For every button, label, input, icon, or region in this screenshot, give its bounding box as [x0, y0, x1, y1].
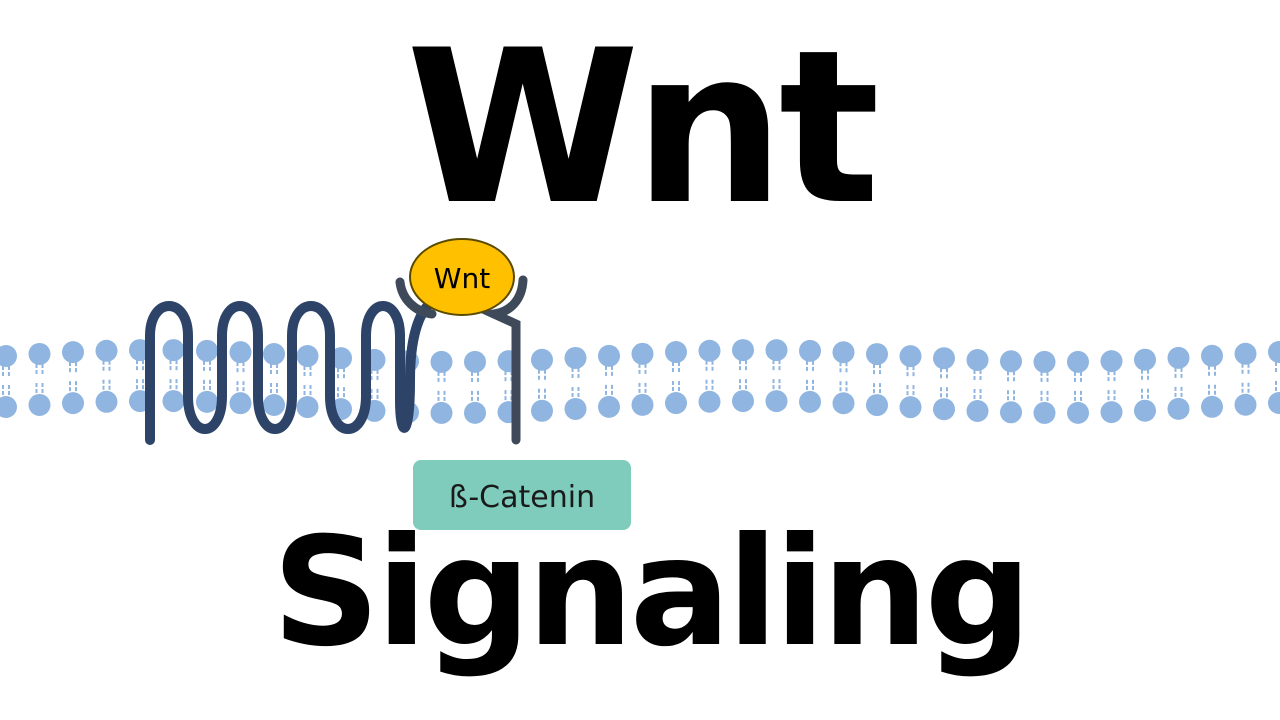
- lipid-head-inner: [531, 399, 553, 422]
- lipid-head-outer: [799, 339, 821, 362]
- lipid-head-inner: [966, 399, 989, 422]
- lrp-coreceptor-icon: [477, 275, 528, 445]
- lipid-head-inner: [899, 396, 922, 419]
- lipid-head-outer: [162, 339, 185, 362]
- lipid-head-inner: [866, 394, 888, 417]
- lipid-head-outer: [196, 339, 218, 362]
- lipid-head-outer: [28, 342, 51, 365]
- lipid-head-inner: [1100, 401, 1123, 424]
- lipid-head-outer: [95, 339, 118, 362]
- lipid-head-inner: [1000, 401, 1022, 424]
- lipid-head-outer: [229, 341, 252, 364]
- lipid-head-outer: [1067, 350, 1089, 373]
- lipid-head-inner: [1067, 401, 1089, 424]
- lipid-head-outer: [330, 347, 352, 370]
- lipid-head-inner: [564, 397, 587, 420]
- lipid-head-outer: [966, 348, 989, 371]
- lipid-head-inner: [296, 396, 319, 419]
- lipid-head-inner: [598, 395, 620, 418]
- lipid-head-inner: [832, 392, 855, 415]
- lipid-head-outer: [1100, 350, 1123, 373]
- lipid-head-inner: [1167, 397, 1190, 420]
- lipid-head-outer: [665, 341, 687, 364]
- lipid-head-outer: [1167, 346, 1190, 369]
- lipid-head-outer: [1000, 350, 1022, 373]
- lipid-head-inner: [196, 390, 218, 413]
- beta-catenin-label: ß-Catenin: [449, 480, 595, 515]
- lipid-head-inner: [464, 401, 486, 424]
- lipid-head-outer: [0, 345, 17, 367]
- lipid-head-outer: [732, 339, 754, 362]
- lipid-head-outer: [765, 339, 788, 362]
- lipid-head-inner: [665, 392, 687, 415]
- lipid-head-outer: [1234, 342, 1257, 365]
- lipid-head-inner: [95, 390, 118, 413]
- lipid-head-inner: [0, 396, 17, 418]
- lipid-head-inner: [1268, 391, 1280, 414]
- lipid-head-outer: [1033, 350, 1056, 373]
- coreceptor-arc-icon: [395, 277, 437, 319]
- lipid-head-outer: [531, 348, 553, 371]
- lipid-head-outer: [631, 342, 654, 365]
- lipid-head-inner: [62, 392, 84, 415]
- lipid-head-inner: [1201, 395, 1223, 418]
- lipid-head-outer: [62, 341, 84, 364]
- lipid-head-outer: [1134, 348, 1156, 371]
- beta-catenin-box-icon: [413, 460, 631, 530]
- wnt-ligand-icon: [409, 238, 515, 316]
- title-signaling: Signaling: [272, 506, 1032, 680]
- lipid-head-inner: [631, 393, 654, 416]
- wnt-ligand: Wnt: [409, 238, 515, 316]
- lipid-head-inner: [1134, 399, 1156, 422]
- lipid-head-inner: [162, 390, 185, 413]
- lipid-head-outer: [464, 350, 486, 373]
- lipid-head-outer: [564, 346, 587, 369]
- title-wnt: Wnt: [405, 4, 880, 251]
- lipid-head-outer: [598, 344, 620, 367]
- lipid-head-inner: [1234, 393, 1257, 416]
- lipid-head-outer: [1268, 340, 1280, 363]
- lipid-head-outer: [933, 347, 955, 370]
- lipid-head-inner: [799, 390, 821, 413]
- lipid-head-outer: [263, 342, 285, 365]
- lipid-head-inner: [1033, 401, 1056, 424]
- lipid-head-inner: [263, 393, 285, 416]
- lipid-head-inner: [933, 398, 955, 421]
- beta-catenin: ß-Catenin: [413, 460, 631, 530]
- lipid-head-outer: [832, 341, 855, 364]
- lipid-head-inner: [229, 392, 252, 415]
- lipid-head-outer: [698, 339, 721, 362]
- lipid-head-inner: [430, 401, 453, 424]
- frizzled-receptor-icon: [145, 297, 437, 445]
- lipid-head-inner: [698, 390, 721, 413]
- lipid-head-outer: [430, 350, 453, 373]
- lipid-head-outer: [899, 345, 922, 368]
- wnt-ligand-label: Wnt: [434, 262, 490, 295]
- lipid-head-outer: [296, 345, 319, 368]
- lipid-head-inner: [28, 393, 51, 416]
- lipid-head-inner: [732, 390, 754, 413]
- lipid-head-inner: [765, 390, 788, 413]
- lipid-head-outer: [866, 343, 888, 366]
- lipid-head-outer: [1201, 344, 1223, 367]
